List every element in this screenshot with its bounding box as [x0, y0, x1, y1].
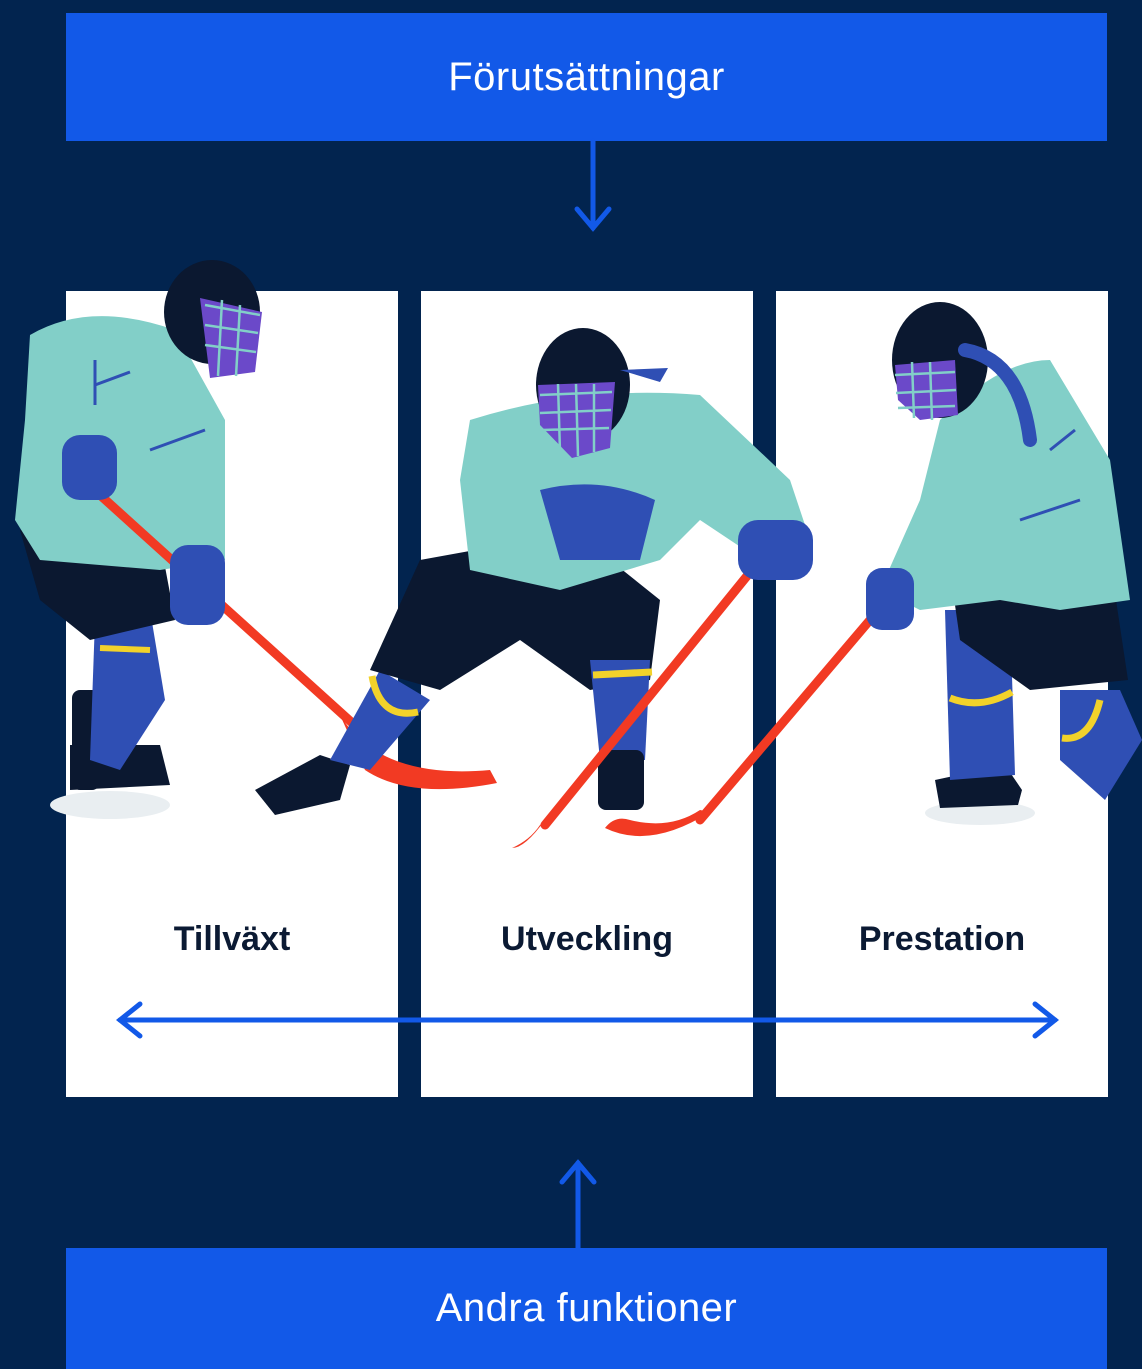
panel-label-growth: Tillväxt	[66, 920, 398, 959]
bottom-banner-label: Andra funktioner	[436, 1286, 738, 1331]
hockey-player-icon	[15, 260, 497, 819]
panel-label-performance: Prestation	[776, 920, 1108, 959]
double-headed-arrow-icon	[120, 1004, 1055, 1036]
up-arrow-icon	[562, 1163, 594, 1248]
hockey-player-icon	[605, 302, 1142, 836]
hockey-player-icon	[255, 328, 813, 848]
panel-label-development: Utveckling	[421, 920, 753, 959]
down-arrow-icon	[577, 141, 609, 228]
bottom-banner: Andra funktioner	[66, 1248, 1107, 1369]
